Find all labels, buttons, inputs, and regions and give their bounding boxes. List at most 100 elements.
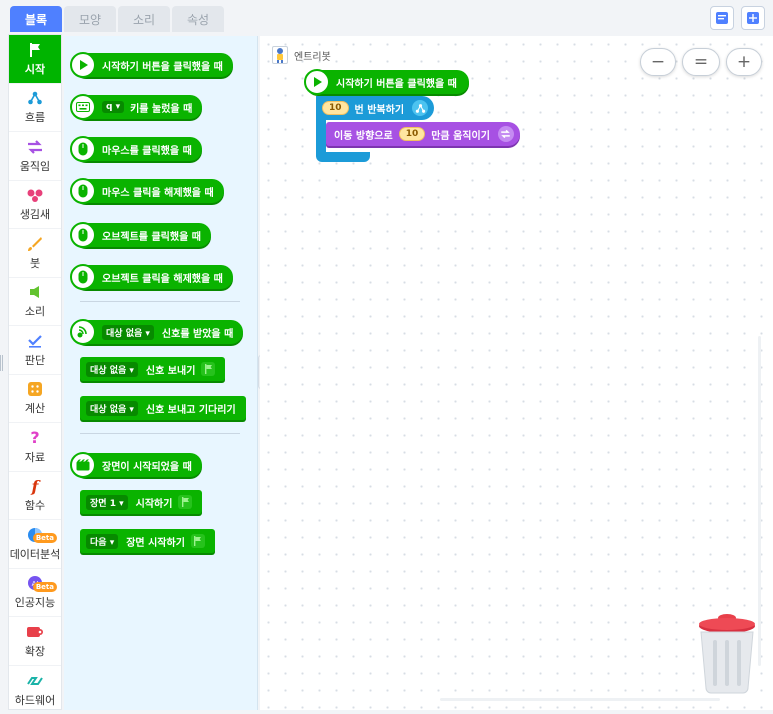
category-start[interactable]: 시작 (9, 35, 61, 84)
palette-divider (80, 301, 240, 302)
category-hardware[interactable]: 하드웨어 (9, 666, 61, 714)
block-repeat[interactable]: 10 번 반복하기 (316, 96, 435, 120)
play-icon (70, 52, 96, 78)
repeat-count-input[interactable]: 10 (322, 101, 349, 115)
flag-icon (201, 362, 216, 376)
calculator-icon (26, 380, 44, 398)
block-start-scene[interactable]: 장면 1 ▾ 시작하기 (80, 490, 203, 514)
tab-shapes[interactable]: 모양 (64, 6, 116, 32)
palette-divider (80, 433, 240, 434)
script-stack[interactable]: 시작하기 버튼을 클릭했을 때 10 번 반복하기 이동 방향으로 10 만큼 … (304, 68, 546, 164)
check-icon (26, 332, 44, 350)
category-ai[interactable]: AI Beta 인공지능 (9, 569, 61, 617)
category-label: 데이터분석 (9, 547, 61, 561)
zoom-reset-button[interactable]: = (682, 48, 720, 76)
block-when-mouse-clicked[interactable]: 마우스를 클릭했을 때 (70, 136, 202, 162)
category-function[interactable]: f 함수 (9, 472, 61, 520)
block-text: 시작하기 버튼을 클릭했을 때 (336, 78, 457, 90)
signal-dropdown[interactable]: 대상 없음 ▾ (86, 400, 138, 416)
horizontal-scrollbar[interactable] (440, 698, 720, 701)
block-text: 오브젝트 클릭을 해제했을 때 (102, 273, 223, 285)
dropdown-value: 장면 1 (90, 498, 116, 509)
scene-dropdown[interactable]: 장면 1 ▾ (86, 494, 128, 510)
category-label: 시작 (24, 62, 46, 76)
sidebar-resize-handle[interactable] (0, 355, 3, 371)
beta-badge: Beta (32, 581, 57, 592)
category-data-analysis[interactable]: Beta 데이터분석 (9, 520, 61, 569)
comment-button[interactable] (710, 6, 734, 30)
script-workspace[interactable]: 엔트리봇 − = + 시작하기 버튼을 클릭했을 때 10 번 반복하기 이동 … (260, 36, 773, 710)
category-sound[interactable]: 소리 (9, 278, 61, 326)
block-text: 마우스 클릭을 해제했을 때 (102, 187, 214, 199)
block-when-start-clicked[interactable]: 시작하기 버튼을 클릭했을 때 (70, 52, 233, 78)
category-calc[interactable]: 계산 (9, 375, 61, 423)
category-label: 인공지능 (14, 596, 56, 610)
entrybot-icon (272, 46, 288, 64)
hardware-icon (26, 672, 44, 690)
signal-dropdown[interactable]: 대상 없음 ▾ (86, 361, 138, 377)
block-when-mouse-released[interactable]: 마우스 클릭을 해제했을 때 (70, 178, 224, 204)
category-data[interactable]: ? 자료 (9, 423, 61, 472)
play-icon (304, 69, 330, 95)
scene-icon (70, 452, 96, 478)
extension-icon (26, 623, 44, 641)
block-when-object-clicked[interactable]: 오브젝트를 클릭했을 때 (70, 222, 211, 248)
block-text: 장면 시작하기 (126, 537, 185, 549)
category-label: 확장 (24, 644, 46, 658)
block-when-signal-received[interactable]: 대상 없음 ▾ 신호를 받았을 때 (70, 319, 244, 345)
category-sidebar: 시작 흐름 움직임 생김새 붓 소리 판단 계산 (8, 34, 62, 710)
add-icon (747, 12, 759, 24)
block-when-scene-starts[interactable]: 장면이 시작되었을 때 (70, 452, 202, 478)
category-move[interactable]: 움직임 (9, 132, 61, 181)
vertical-scrollbar[interactable] (758, 336, 761, 666)
object-name: 엔트리봇 (294, 51, 331, 63)
category-extension[interactable]: 확장 (9, 617, 61, 666)
tab-sounds[interactable]: 소리 (118, 6, 170, 32)
trash-can-icon[interactable] (696, 608, 758, 694)
category-label: 판단 (24, 353, 46, 367)
tab-blocks[interactable]: 블록 (10, 6, 62, 32)
block-start-next-scene[interactable]: 다음 ▾ 장면 시작하기 (80, 529, 215, 553)
category-label: 계산 (24, 402, 46, 416)
block-when-object-released[interactable]: 오브젝트 클릭을 해제했을 때 (70, 264, 233, 290)
mouse-icon (70, 178, 96, 204)
signal-dropdown[interactable]: 대상 없음 ▾ (102, 324, 154, 340)
category-brush[interactable]: 붓 (9, 229, 61, 278)
block-text: 오브젝트를 클릭했을 때 (102, 231, 201, 243)
block-when-key-pressed[interactable]: q ▾ 키를 눌렀을 때 (70, 94, 203, 120)
brush-icon (26, 235, 44, 253)
category-label: 하드웨어 (14, 693, 56, 707)
scene-dropdown[interactable]: 다음 ▾ (86, 533, 119, 549)
category-label: 함수 (24, 499, 46, 513)
zoom-out-button[interactable]: − (640, 48, 676, 76)
mouse-icon (70, 264, 96, 290)
signal-icon (70, 319, 96, 345)
block-send-signal-wait[interactable]: 대상 없음 ▾ 신호 보내고 기다리기 (80, 396, 246, 420)
add-button[interactable] (741, 6, 765, 30)
zoom-in-button[interactable]: + (726, 48, 762, 76)
move-amount-input[interactable]: 10 (398, 127, 426, 141)
mouse-icon (70, 136, 96, 162)
question-icon: ? (30, 428, 40, 448)
block-text: 시작하기 (135, 498, 173, 510)
category-flow[interactable]: 흐름 (9, 84, 61, 132)
editor-tabs: 블록 모양 소리 속성 (10, 6, 224, 32)
block-send-signal[interactable]: 대상 없음 ▾ 신호 보내기 (80, 357, 226, 381)
flag-icon (190, 534, 205, 548)
move-arrows-icon (26, 138, 44, 156)
category-label: 소리 (24, 305, 46, 319)
key-dropdown[interactable]: q ▾ (102, 101, 125, 113)
comment-icon (716, 12, 728, 24)
block-move-direction[interactable]: 이동 방향으로 10 만큼 움직이기 (326, 122, 520, 146)
repeat-block-footer (316, 152, 370, 162)
dropdown-value: 대상 없음 (90, 404, 127, 415)
speaker-icon (26, 283, 44, 301)
beta-badge: Beta (32, 533, 57, 543)
block-palette: 시작하기 버튼을 클릭했을 때 q ▾ 키를 눌렀을 때 마우스를 클릭했을 때… (64, 36, 258, 710)
block-when-start-clicked[interactable]: 시작하기 버튼을 클릭했을 때 (304, 69, 469, 95)
tab-properties[interactable]: 속성 (172, 6, 224, 32)
category-label: 움직임 (19, 159, 51, 173)
mouse-icon (70, 222, 96, 248)
category-judge[interactable]: 판단 (9, 326, 61, 375)
category-looks[interactable]: 생김새 (9, 181, 61, 229)
